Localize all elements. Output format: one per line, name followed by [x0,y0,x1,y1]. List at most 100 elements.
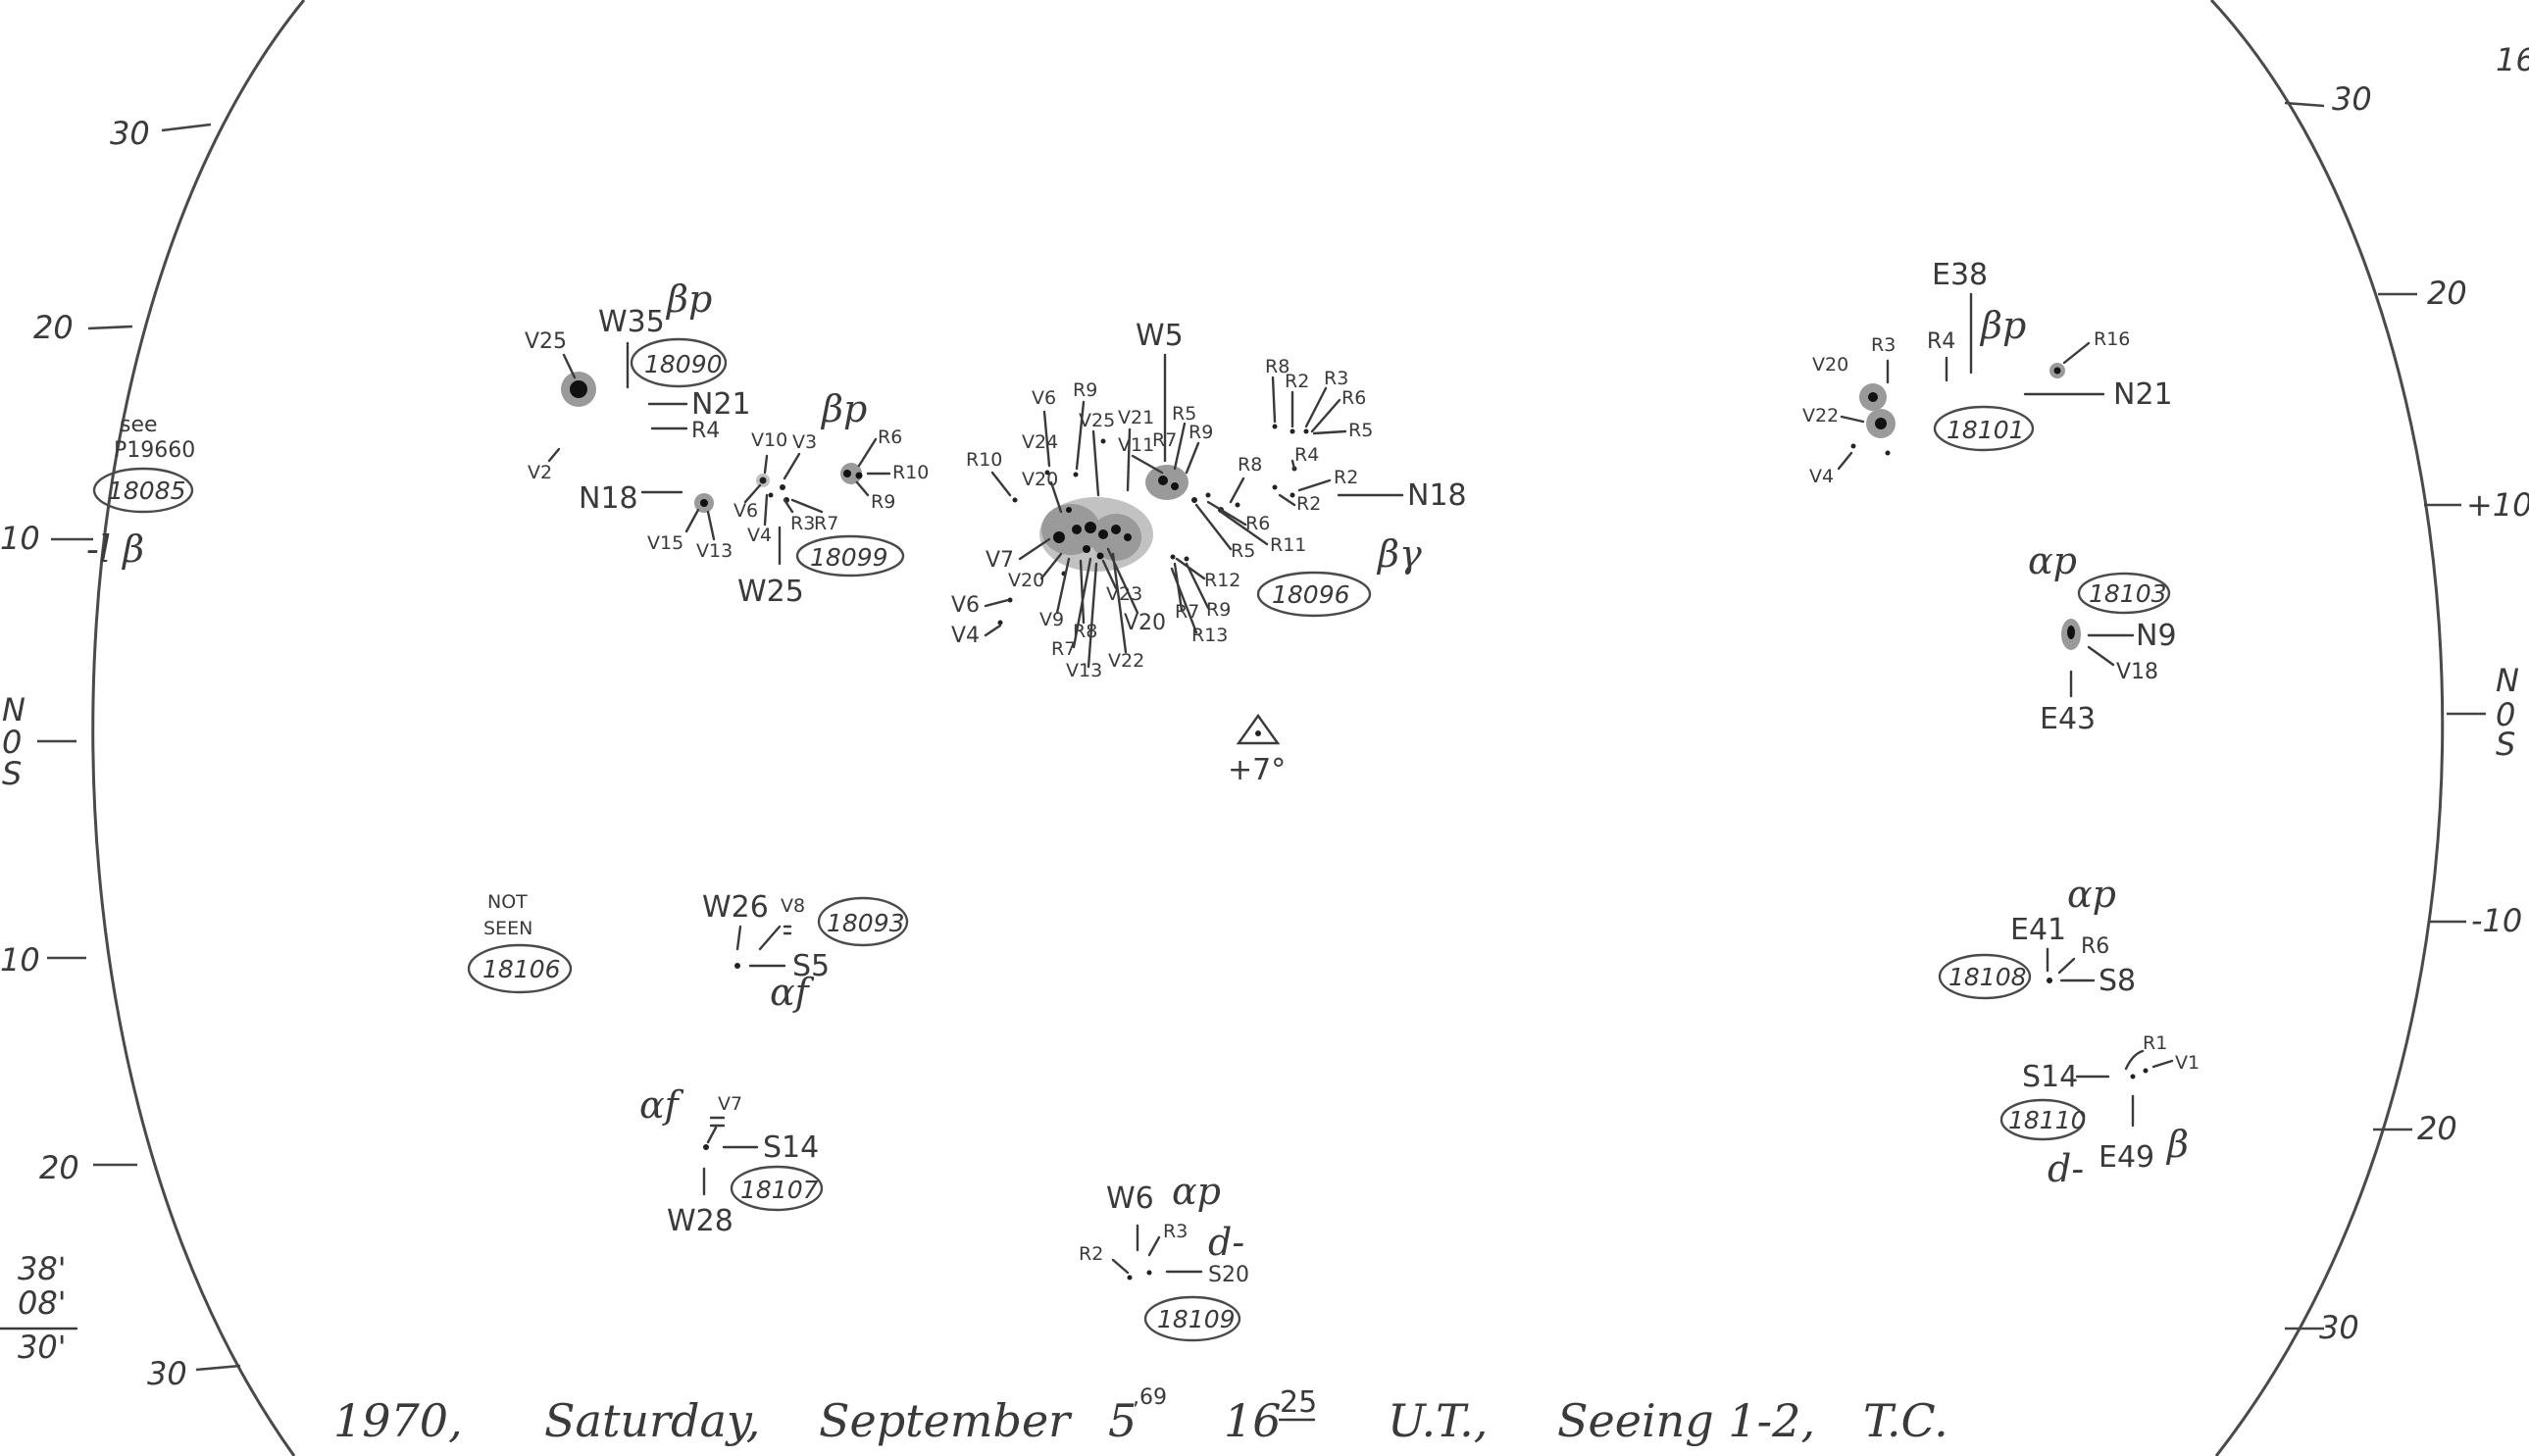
group-latitude: N21 [691,387,751,422]
svg-text:30': 30' [18,1329,67,1366]
right-hemisphere-south: S [2496,726,2515,763]
left-scale-30-north: 30 [110,115,150,152]
group-suffix: d- [1208,1221,1244,1264]
footer-day-fraction: ,69 [1133,1385,1167,1410]
footer-year: 1970, [333,1394,463,1447]
group-18090: V25 W35 βp 18090 N21 R4 V2 [525,277,751,483]
left-scale-20-north: 20 [33,309,74,346]
svg-text:V25: V25 [525,329,567,354]
footer-month: September [819,1394,1073,1447]
svg-text:R9: R9 [1189,422,1213,443]
svg-text:R4: R4 [1927,329,1955,354]
group-18106: NOT SEEN 18106 [467,891,573,994]
svg-text:R1: R1 [2143,1032,2167,1054]
svg-text:V18: V18 [2116,660,2158,684]
observation-footer: 1970, Saturday, September 5 ,69 16 25 U.… [333,1385,1948,1447]
svg-text:R9: R9 [1073,379,1097,401]
svg-text:R12: R12 [1204,570,1240,591]
group-class: αp [2028,539,2077,582]
svg-text:R5: R5 [1348,420,1373,441]
group-latitude: S14 [2022,1060,2078,1094]
left-hemisphere-south: S [2,755,22,792]
right-latitude-scale: 30 20 +10 N 0 S -10 20 30 [2284,80,2529,1346]
svg-text:R16: R16 [2094,328,2130,350]
group-class: βp [1979,304,2026,347]
svg-text:R13: R13 [1191,625,1228,646]
svg-text:V6: V6 [1032,387,1056,409]
group-18110: S14 R1 V1 18110 d- E49 β [1999,1032,2200,1190]
svg-text:see: see [120,413,158,437]
left-scale-20-south: 20 [39,1149,79,1186]
group-latitude: S8 [2099,964,2136,998]
left-margin-note: 38' 08' 30' [0,1250,78,1366]
svg-text:R3: R3 [1871,334,1896,356]
right-scale-20-north: 20 [2427,275,2467,312]
group-id: 18085 [108,477,186,505]
group-id: 18109 [1157,1305,1236,1333]
center-latitude-label: +7° [1228,753,1286,787]
svg-text:V4: V4 [951,624,980,648]
svg-text:V13: V13 [696,540,733,562]
footer-hour: 16 [1224,1394,1282,1447]
group-longitude: W28 [667,1204,733,1238]
disk-center-marker: +7° [1228,713,1286,787]
group-longitude: E41 [2010,913,2066,947]
group-class: αf [639,1083,684,1127]
footer-day: 5 [1108,1394,1137,1447]
footer-seeing: Seeing 1-2, [1557,1394,1815,1447]
footer-observer: T.C. [1863,1394,1948,1447]
group-longitude: E38 [1932,258,1988,292]
group-longitude: W35 [598,305,665,339]
right-scale-0: 0 [2496,696,2515,733]
right-scale-10-north: +10 [2466,486,2529,524]
group-longitude: E43 [2040,702,2096,736]
svg-text:V9: V9 [1039,609,1064,630]
right-scale-30-north: 30 [2332,80,2372,118]
group-18103: αp 18103 N9 V18 E43 [2028,539,2177,736]
group-18101: E38 βp V20 R3 R4 V22 V4 R16 N21 18101 [1802,258,2173,487]
group-18085: see P19660 18085 -l β [86,413,195,571]
group-latitude: S20 [1208,1263,1249,1287]
svg-text:R4: R4 [1294,444,1319,466]
right-scale-10-south: -10 [2471,902,2522,939]
svg-text:NOT: NOT [487,891,528,913]
svg-text:R10: R10 [892,462,929,483]
svg-text:V6: V6 [733,500,758,522]
right-scale-30-south: 30 [2319,1309,2359,1346]
svg-text:R7: R7 [814,513,838,534]
group-id: 18090 [644,350,723,378]
group-latitude: N21 [2113,377,2173,412]
group-class: αp [2067,873,2116,916]
svg-text:R7: R7 [1051,638,1076,660]
footer-weekday: Saturday, [544,1394,760,1447]
left-latitude-scale: 30 20 10 0 N S 10 20 30 [0,115,241,1392]
svg-text:R3: R3 [1163,1221,1188,1242]
svg-text:R6: R6 [878,427,902,448]
group-class: -l β [86,527,144,571]
svg-text:V1: V1 [2175,1052,2200,1074]
svg-text:V25: V25 [1079,410,1115,431]
svg-text:V22: V22 [1108,650,1144,672]
svg-text:V24: V24 [1022,431,1058,453]
group-id: 18096 [1272,580,1350,609]
svg-text:SEEN: SEEN [483,918,532,939]
footer-ut: U.T., [1388,1394,1488,1447]
svg-text:V3: V3 [792,431,817,453]
svg-text:V13: V13 [1066,660,1102,681]
left-scale-30-south: 30 [147,1355,187,1392]
group-latitude: N9 [2136,619,2177,653]
svg-text:V22: V22 [1802,405,1839,427]
group-id: 18103 [2089,579,2167,608]
svg-text:V20: V20 [1124,611,1166,635]
edge-mark-top-right: 16 [2496,41,2529,78]
right-scale-20-south: 20 [2417,1110,2457,1147]
svg-text:V7: V7 [718,1093,742,1115]
group-longitude: W5 [1136,319,1184,353]
group-18093: W26 V8 18093 S5 αf [702,890,909,1014]
left-hemisphere-north: N [2,691,25,728]
svg-text:R2: R2 [1334,467,1358,488]
svg-text:R2: R2 [1079,1243,1103,1265]
left-scale-0: 0 [2,724,22,761]
group-class: βp [820,387,867,430]
